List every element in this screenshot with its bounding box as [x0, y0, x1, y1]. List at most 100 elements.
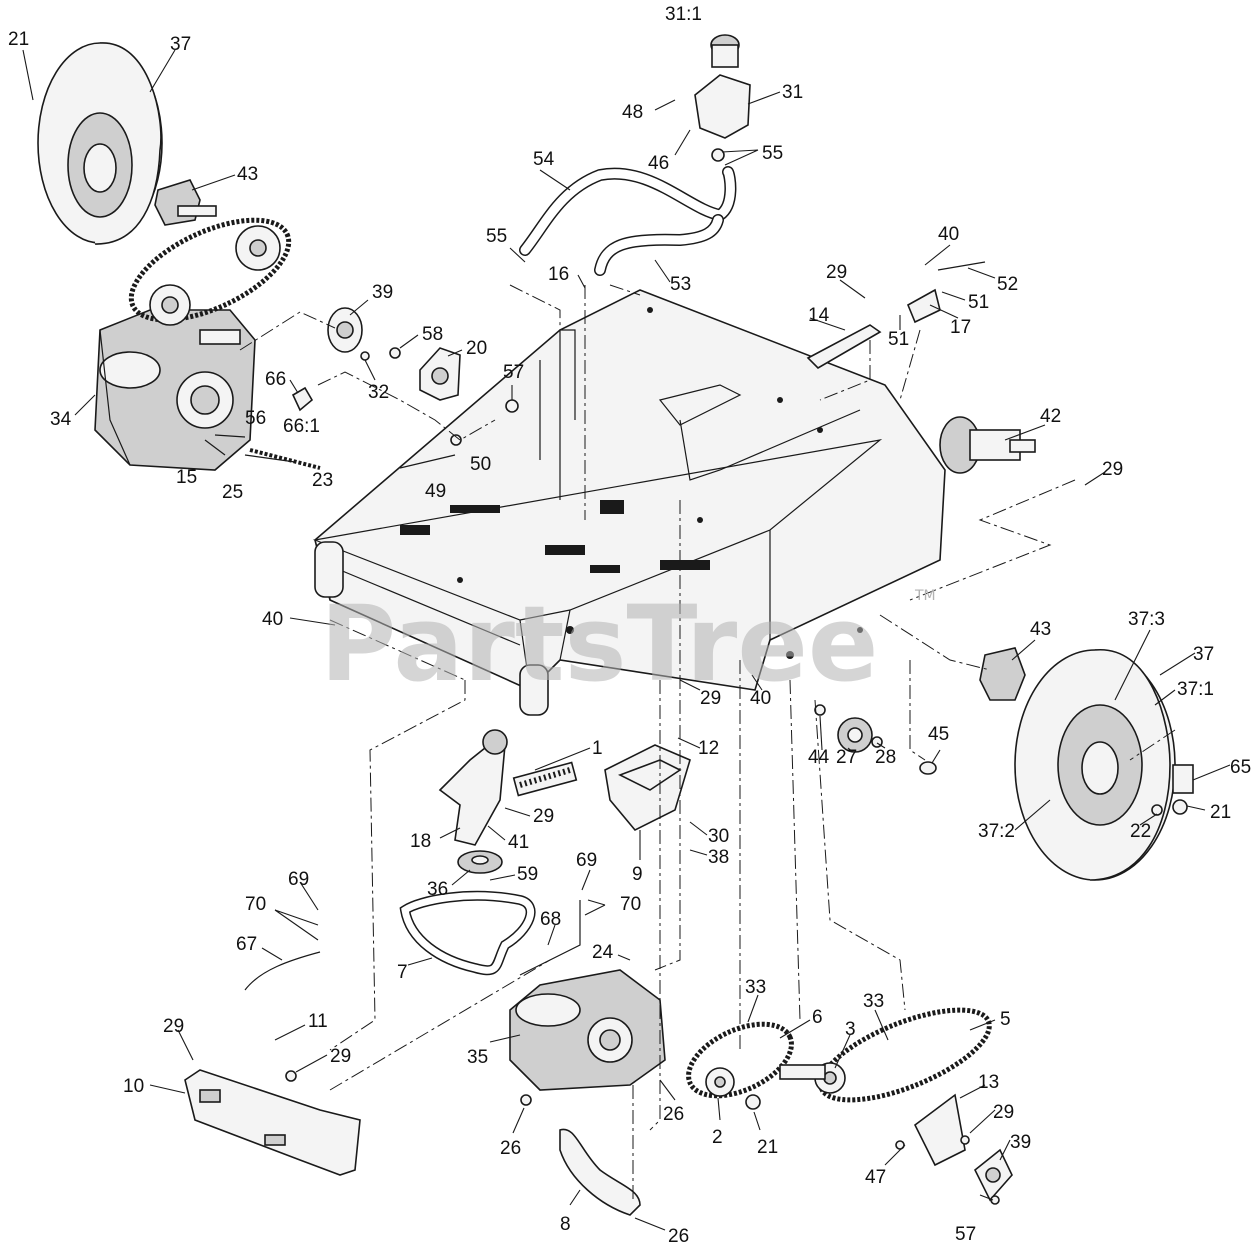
bracket-9 — [604, 744, 691, 831]
callout-label: 26 — [663, 1104, 684, 1125]
callout-label: 7 — [397, 962, 408, 983]
callout-label: 43 — [237, 164, 258, 185]
callout-label: 29 — [700, 688, 721, 709]
callout-label: 38 — [708, 847, 729, 868]
callout-label: 40 — [750, 688, 771, 709]
callout-label: 37:3 — [1128, 609, 1165, 630]
callout-label: 37 — [1193, 644, 1214, 665]
bracket-10 — [184, 1069, 361, 1176]
chain-5 — [779, 1007, 992, 1103]
callout-label: 53 — [670, 274, 691, 295]
frame-holes — [400, 307, 863, 659]
watermark-text: PartsTree — [320, 583, 878, 705]
callout-label: 67 — [236, 934, 257, 955]
callout-label: 26 — [500, 1138, 521, 1159]
callout-label: 70 — [245, 894, 266, 915]
callout-label: 28 — [875, 747, 896, 768]
idler-pulley-36 — [457, 850, 503, 874]
pin-45 — [919, 761, 937, 775]
callout-label: 49 — [425, 481, 446, 502]
callout-label: 54 — [533, 149, 555, 170]
callout-label: 18 — [410, 831, 431, 852]
rod-67-68 — [244, 900, 581, 991]
small-parts-right — [1151, 764, 1194, 816]
axle-hub-42 — [939, 416, 1036, 474]
callout-label: 69 — [288, 869, 309, 890]
callout-label: 68 — [540, 909, 561, 930]
callout-label: 51 — [968, 292, 989, 313]
callout-label: 33 — [745, 977, 766, 998]
frame — [312, 289, 946, 716]
reservoir-31 — [694, 34, 751, 162]
callout-label: 23 — [312, 470, 333, 491]
callout-label: 9 — [632, 864, 643, 885]
callout-label: 46 — [648, 153, 669, 174]
callout-label: 24 — [592, 942, 614, 963]
belt-7 — [399, 890, 536, 976]
callout-label: 66 — [265, 369, 286, 390]
callout-label: 5 — [1000, 1009, 1011, 1030]
callout-label: 29 — [826, 262, 847, 283]
callout-label: 10 — [123, 1076, 144, 1097]
callout-label: 37:1 — [1177, 679, 1214, 700]
hub-43-right — [979, 647, 1026, 701]
callout-label: 42 — [1040, 406, 1061, 427]
callout-label: 33 — [863, 991, 884, 1012]
callout-label: 27 — [836, 747, 857, 768]
callout-label: 59 — [517, 864, 538, 885]
callout-label: 16 — [548, 264, 569, 285]
callout-label: 12 — [698, 738, 719, 759]
callout-label: 21 — [1210, 802, 1231, 823]
callout-label: 37:2 — [978, 821, 1015, 842]
callout-label: 29 — [330, 1046, 351, 1067]
assembly-lines — [239, 284, 1176, 1200]
hub-43-left — [154, 179, 217, 226]
callout-label: 31:1 — [665, 4, 702, 25]
callout-label: 15 — [176, 467, 197, 488]
callout-label: 43 — [1030, 619, 1051, 640]
callout-label: 29 — [993, 1102, 1014, 1123]
chain-6 — [686, 1021, 794, 1099]
callout-label: 56 — [245, 408, 266, 429]
callout-labels: 21 37 43 34 39 32 58 20 57 66 66:1 56 15… — [8, 4, 1251, 1247]
callout-label: 17 — [950, 317, 971, 338]
bearing-39-top — [327, 307, 363, 353]
bracket-13 — [913, 1093, 966, 1167]
callout-label: 31 — [782, 82, 803, 103]
callout-label: 26 — [668, 1226, 689, 1247]
chain-left — [128, 217, 292, 326]
callout-label: 39 — [372, 282, 393, 303]
wheel-37-left — [37, 42, 163, 245]
hydro-drive-35 — [509, 969, 666, 1091]
spring-1 — [512, 761, 578, 797]
bearing-20 — [419, 347, 461, 401]
callout-label: 3 — [845, 1019, 856, 1040]
callout-label: 30 — [708, 826, 729, 847]
nuts-lower — [285, 1070, 1000, 1205]
callout-label: 8 — [560, 1214, 571, 1235]
callout-label: 48 — [622, 102, 643, 123]
callout-label: 41 — [508, 832, 529, 853]
callout-label: 47 — [865, 1167, 886, 1188]
callout-label: 52 — [997, 274, 1018, 295]
hydro-drive-34 — [94, 309, 256, 471]
callout-label: 39 — [1010, 1132, 1031, 1153]
callout-label: 57 — [955, 1224, 976, 1245]
callout-label: 40 — [262, 609, 283, 630]
bracket-14 — [806, 324, 882, 370]
callout-label: 34 — [50, 409, 72, 430]
leader-lines — [22, 49, 1231, 1231]
callout-label: 13 — [978, 1072, 999, 1093]
callout-label: 14 — [808, 305, 830, 326]
callout-label: 21 — [757, 1137, 778, 1158]
callout-label: 29 — [533, 806, 554, 827]
callout-label: 20 — [466, 338, 487, 359]
callout-label: 21 — [8, 29, 29, 50]
callout-label: 51 — [888, 329, 909, 350]
callout-label: 69 — [576, 850, 597, 871]
hoses-53-54 — [519, 166, 737, 276]
callout-label: 6 — [812, 1007, 823, 1028]
bearing-39-lower — [973, 1148, 1013, 1202]
wheel-37-right — [1014, 649, 1176, 881]
callout-label: 40 — [938, 224, 959, 245]
